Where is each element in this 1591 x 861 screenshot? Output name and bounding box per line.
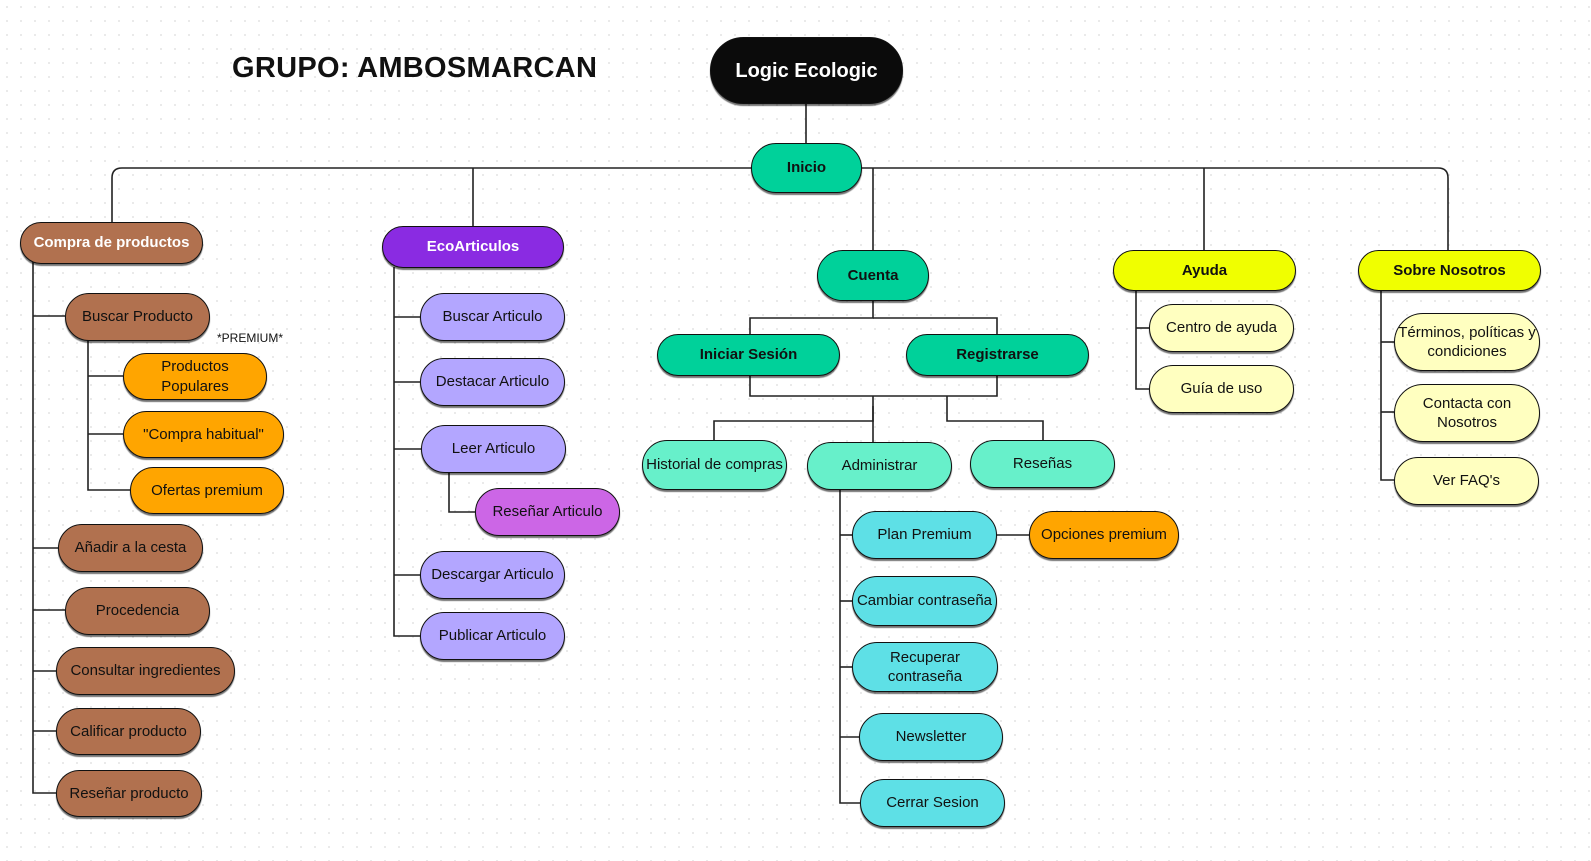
node-registrarse: Registrarse <box>906 334 1089 376</box>
node-plan-premium: Plan Premium <box>852 511 997 559</box>
connector <box>839 490 860 804</box>
node-calificar-producto: Calificar producto <box>56 708 201 755</box>
node-centro-de-ayuda: Centro de ayuda <box>1149 304 1294 352</box>
node-iniciar-sesion: Iniciar Sesión <box>657 334 840 376</box>
node-sobre-nosotros: Sobre Nosotros <box>1358 250 1541 291</box>
connector <box>713 406 874 440</box>
node-opciones-premium: Opciones premium <box>1029 511 1179 559</box>
connector <box>32 262 56 794</box>
node-ofertas-premium: Ofertas premium <box>130 467 284 514</box>
node-compra-de-productos: Compra de productos <box>20 222 203 264</box>
premium-note: *PREMIUM* <box>217 331 284 345</box>
node-leer-articulo: Leer Articulo <box>421 425 566 473</box>
connector <box>1135 290 1149 390</box>
connector <box>1380 290 1394 481</box>
node-recuperar-contrasena: Recuperar contraseña <box>852 642 998 692</box>
connector <box>87 340 130 491</box>
group-title: GRUPO: AMBOSMARCAN <box>232 52 598 84</box>
connector <box>946 396 1044 440</box>
connector <box>448 473 475 513</box>
node-newsletter: Newsletter <box>859 713 1003 761</box>
connector <box>393 267 420 637</box>
node-contacta-con-nosotros: Contacta con Nosotros <box>1394 384 1540 442</box>
node-administrar: Administrar <box>807 442 952 490</box>
node-logic-ecologic: Logic Ecologic <box>710 37 903 104</box>
node-anadir-a-la-cesta: Añadir a la cesta <box>58 524 203 572</box>
connector <box>749 376 998 397</box>
node-resenar-producto: Reseñar producto <box>56 770 202 817</box>
node-publicar-articulo: Publicar Articulo <box>420 612 565 660</box>
node-descargar-articulo: Descargar Articulo <box>420 551 565 599</box>
node-buscar-articulo: Buscar Articulo <box>420 293 565 341</box>
node-historial-de-compras: Historial de compras <box>642 440 787 490</box>
node-procedencia: Procedencia <box>65 587 210 635</box>
node-ver-faqs: Ver FAQ's <box>1394 457 1539 505</box>
node-ecoarticulos: EcoArticulos <box>382 226 564 268</box>
connector <box>749 301 874 334</box>
node-compra-habitual: "Compra habitual" <box>123 411 284 458</box>
node-ayuda: Ayuda <box>1113 250 1296 291</box>
node-consultar-ingredientes: Consultar ingredientes <box>56 647 235 695</box>
node-destacar-articulo: Destacar Articulo <box>420 358 565 406</box>
node-terminos-politicas-condiciones: Términos, políticas y condiciones <box>1394 313 1540 371</box>
node-cuenta: Cuenta <box>817 250 929 301</box>
node-inicio: Inicio <box>751 143 862 193</box>
node-resenar-articulo: Reseñar Articulo <box>475 488 620 536</box>
node-cerrar-sesion: Cerrar Sesion <box>860 779 1005 827</box>
node-guia-de-uso: Guía de uso <box>1149 365 1294 413</box>
node-cambiar-contrasena: Cambiar contraseña <box>852 576 997 626</box>
node-productos-populares: Productos Populares <box>123 353 267 400</box>
node-buscar-producto: Buscar Producto <box>65 293 210 341</box>
node-resenas: Reseñas <box>970 440 1115 488</box>
connector <box>873 317 998 334</box>
